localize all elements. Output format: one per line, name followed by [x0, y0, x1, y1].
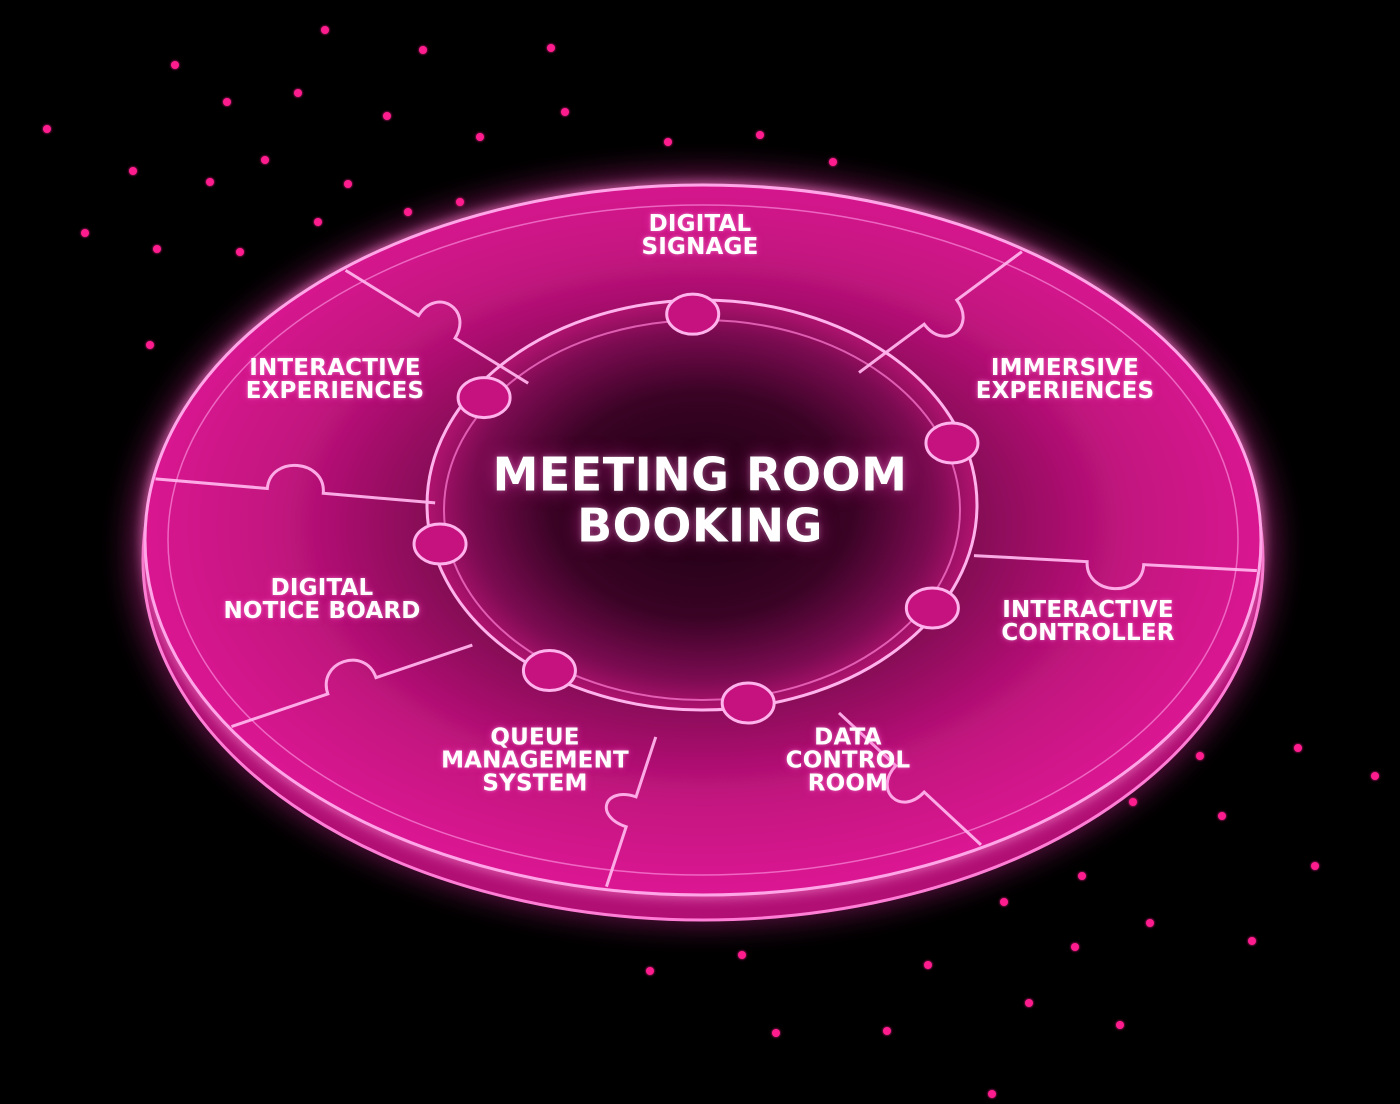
scatter-dot: [129, 167, 137, 175]
puzzle-knob: [456, 376, 512, 420]
scatter-dot: [321, 26, 329, 34]
segment-label-line: CONTROL: [785, 747, 911, 774]
segment-label-line: SYSTEM: [482, 770, 588, 797]
scatter-dot: [1294, 744, 1302, 752]
scatter-dot: [344, 180, 352, 188]
segment-interactive-experiences: INTERACTIVE EXPERIENCES: [246, 357, 425, 403]
scatter-dot: [171, 61, 179, 69]
segment-divider: [973, 554, 1257, 591]
scatter-dot: [1116, 1021, 1124, 1029]
segment-digital-signage: DIGITAL SIGNAGE: [641, 213, 758, 259]
scatter-dot: [561, 108, 569, 116]
segment-label-line: INTERACTIVE: [249, 355, 421, 381]
scatter-dot: [43, 125, 51, 133]
scatter-dot: [419, 46, 427, 54]
segment-interactive-controller: INTERACTIVE CONTROLLER: [1001, 599, 1174, 645]
segment-label-line: DIGITAL: [648, 211, 752, 237]
scatter-dot: [404, 208, 412, 216]
scatter-dot: [1000, 898, 1008, 906]
scatter-dot: [547, 44, 555, 52]
segment-label-line: IMMERSIVE: [990, 355, 1140, 381]
scatter-dot: [1196, 752, 1204, 760]
scatter-dot: [1371, 772, 1379, 780]
scatter-dot: [456, 198, 464, 206]
scatter-dot: [236, 248, 244, 256]
scatter-dot: [1218, 812, 1226, 820]
puzzle-knobs: [412, 292, 980, 725]
scatter-dot: [206, 178, 214, 186]
scatter-dot: [772, 1029, 780, 1037]
puzzle-knob: [521, 649, 577, 693]
segment-label-line: INTERACTIVE: [1002, 597, 1174, 623]
scatter-dot: [314, 218, 322, 226]
puzzle-knob: [720, 681, 776, 725]
scatter-dot: [988, 1090, 996, 1098]
segment-dividers: [155, 250, 1257, 888]
scatter-dot: [1248, 937, 1256, 945]
segment-label-line: CONTROLLER: [1001, 620, 1175, 646]
scatter-dots: [43, 26, 1379, 1098]
scatter-dot: [1129, 798, 1137, 806]
scatter-dot: [1146, 919, 1154, 927]
segment-queue-management-system: QUEUE MANAGEMENT SYSTEM: [441, 724, 629, 797]
segment-label-line: MANAGEMENT: [441, 747, 629, 774]
segment-divider: [155, 463, 436, 505]
scatter-dot: [1311, 862, 1319, 870]
scatter-dot: [294, 89, 302, 97]
scatter-dot: [829, 158, 837, 166]
scatter-dot: [383, 112, 391, 120]
segment-divider: [231, 643, 473, 728]
segment-label-line: DIGITAL: [270, 575, 374, 601]
scatter-dot: [1071, 943, 1079, 951]
scatter-dot: [883, 1027, 891, 1035]
scatter-dot: [261, 156, 269, 164]
puzzle-knob: [665, 292, 721, 336]
segment-label-line: NOTICE BOARD: [223, 598, 421, 624]
scatter-dot: [1025, 999, 1033, 1007]
segment-divider: [344, 269, 529, 385]
segment-digital-notice-board: DIGITAL NOTICE BOARD: [223, 577, 420, 623]
scatter-dot: [756, 131, 764, 139]
puzzle-knob: [904, 586, 960, 630]
segment-divider: [837, 711, 983, 846]
scatter-dot: [664, 138, 672, 146]
segment-divider: [858, 250, 1023, 374]
scatter-dot: [146, 341, 154, 349]
segment-label-line: EXPERIENCES: [975, 378, 1155, 404]
scatter-dot: [646, 967, 654, 975]
center-title-line1: MEETING ROOM: [492, 447, 908, 502]
scatter-dot: [81, 229, 89, 237]
scatter-dot: [153, 245, 161, 253]
scatter-dot: [738, 951, 746, 959]
segment-data-control-room: DATA CONTROL ROOM: [785, 724, 911, 797]
segment-divider: [604, 736, 658, 888]
segment-label-line: DATA: [814, 724, 882, 751]
scatter-dot: [223, 98, 231, 106]
scatter-dot: [924, 961, 932, 969]
segment-label-line: SIGNAGE: [641, 234, 759, 260]
ring-inner-rim: [167, 204, 1239, 876]
puzzle-knob: [412, 522, 468, 566]
center-title-line2: BOOKING: [577, 498, 823, 552]
segment-label-line: QUEUE: [490, 724, 580, 751]
center-title: MEETING ROOM BOOKING: [493, 449, 908, 550]
puzzle-knob: [924, 421, 980, 465]
scatter-dot: [476, 133, 484, 141]
segment-label-line: EXPERIENCES: [245, 378, 425, 404]
segment-immersive-experiences: IMMERSIVE EXPERIENCES: [976, 357, 1155, 403]
segment-label-line: ROOM: [807, 770, 889, 797]
scatter-dot: [1078, 872, 1086, 880]
